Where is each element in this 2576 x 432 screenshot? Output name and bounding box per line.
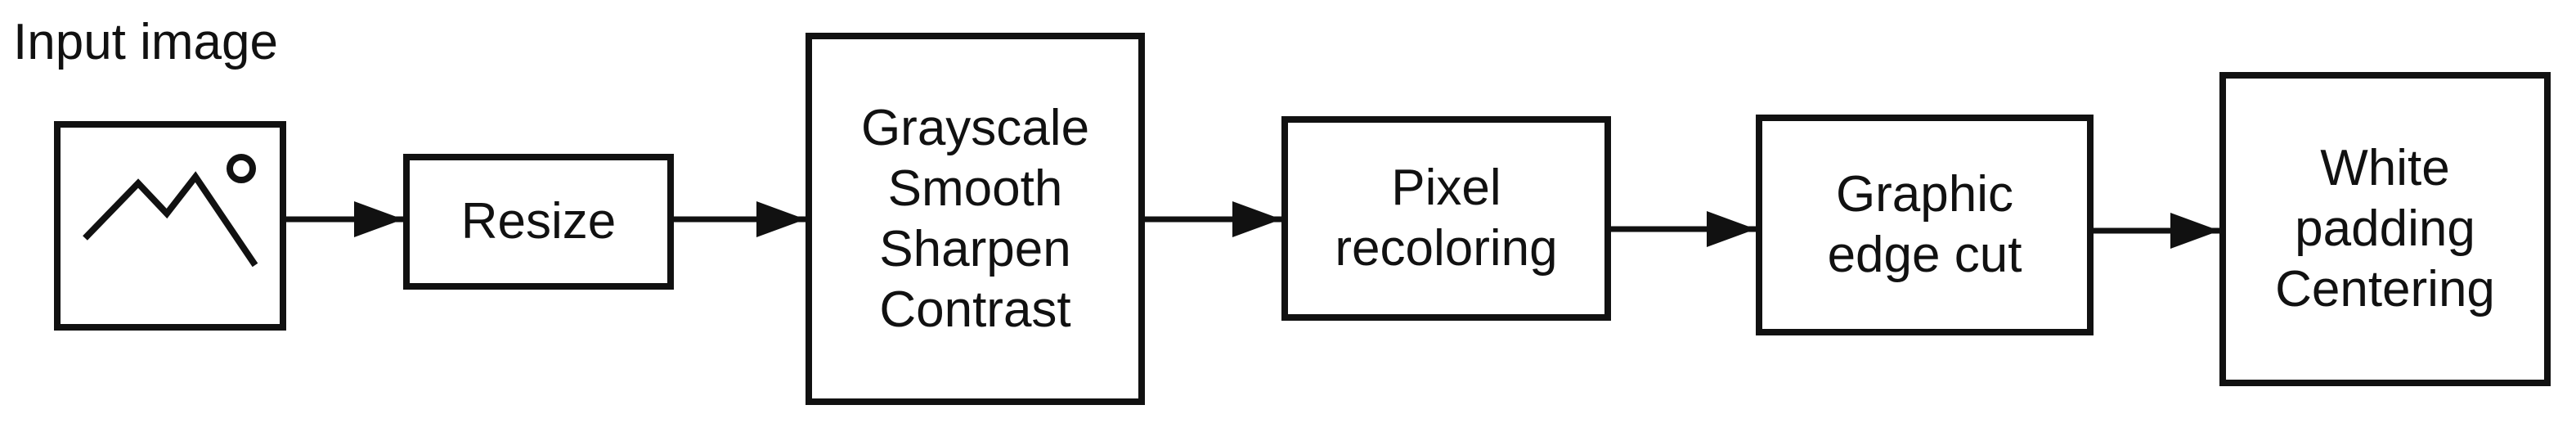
step-resize-box: Resize <box>403 154 674 290</box>
step-edge-cut-line: edge cut <box>1827 227 2022 283</box>
step-preprocess-line: Smooth <box>887 160 1063 217</box>
step-padding-line: White <box>2320 140 2450 196</box>
step-recolor-line: Pixel <box>1391 160 1501 216</box>
input-image-box <box>54 121 286 331</box>
step-preprocess-line: Grayscale <box>860 99 1090 156</box>
step-padding-line: padding <box>2295 200 2475 257</box>
step-padding-line: Centering <box>2275 261 2495 317</box>
step-recolor-line: recoloring <box>1335 220 1558 277</box>
input-image-label: Input image <box>13 14 278 70</box>
step-preprocess-line: Sharpen <box>879 220 1071 277</box>
step-preprocess-line: Contrast <box>879 281 1071 338</box>
step-resize-text: Resize <box>461 191 617 252</box>
step-edge-cut-line: Graphic <box>1835 166 2014 223</box>
image-icon <box>83 154 258 268</box>
step-resize-line: Resize <box>460 193 617 250</box>
